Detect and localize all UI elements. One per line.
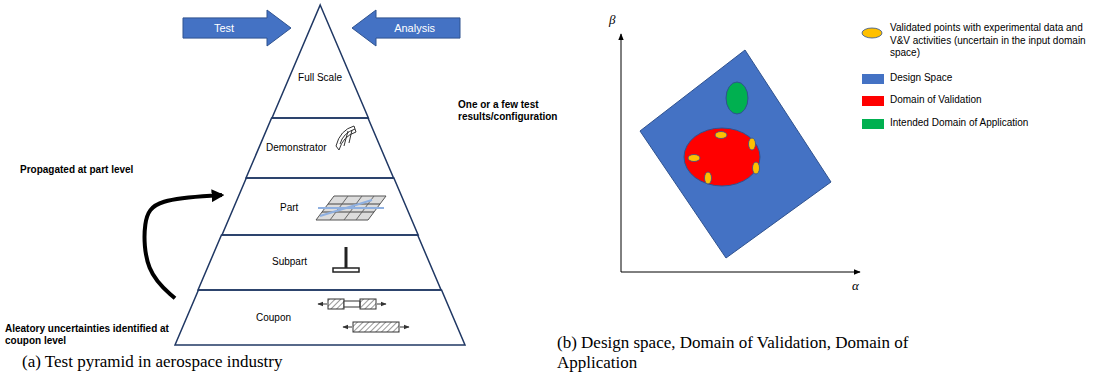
arrow-body (352, 10, 460, 46)
annotation-note: One or a few test results/configuration (458, 99, 576, 123)
block-arrow-shape (183, 10, 291, 46)
propagation-arrow (145, 195, 222, 298)
legend-swatch (862, 74, 884, 84)
design-space-region (640, 50, 831, 258)
node-label: Analysis (394, 22, 435, 35)
legend-text: Intended Domain of Application (890, 117, 1100, 130)
part-panel (316, 196, 386, 220)
node-label: Demonstrator (266, 142, 327, 154)
axes (621, 34, 860, 272)
node-label: Coupon (256, 312, 291, 324)
coupon-specimens (318, 299, 409, 332)
pyramid-level: Demonstrator (246, 118, 394, 178)
arrow-body (183, 10, 291, 46)
demonstrator-panel (336, 126, 356, 150)
legend-swatch (860, 26, 884, 40)
subfigure-caption: (a) Test pyramid in aerospace industry (22, 352, 382, 372)
subpart-profile (333, 247, 359, 272)
band-outline (272, 5, 368, 118)
legend-swatch (862, 119, 884, 129)
legend-swatch (862, 96, 884, 106)
annotation-note: Aleatory uncertainties identified at cou… (5, 323, 173, 347)
pyramid-band-outline (272, 5, 368, 118)
axis-label: β (609, 12, 629, 28)
pyramid-level: Full Scale (272, 5, 368, 118)
node-label: Part (280, 202, 298, 214)
band-outline (175, 290, 465, 345)
band-outline (222, 178, 418, 235)
test-arrow: Test (183, 10, 291, 46)
legend-text: Design Space (890, 72, 1100, 85)
pyramid-level: Coupon (175, 290, 465, 345)
legend-text: Validated points with experimental data … (890, 22, 1090, 60)
pyramid-level: Part (222, 178, 418, 235)
legend-swatch-shape (862, 28, 882, 38)
node-label: Subpart (272, 256, 307, 268)
application-domain-region (726, 82, 748, 114)
pyramid-band-outline (222, 178, 418, 235)
validated-points (688, 132, 760, 185)
subfigure-caption: (b) Design space, Domain of Validation, … (557, 333, 977, 374)
node-label: Full Scale (298, 72, 342, 84)
pyramid-level: Subpart (198, 235, 441, 290)
legend-text: Domain of Validation (890, 94, 1100, 107)
analysis-arrow: Analysis (352, 10, 460, 46)
validation-domain-region (684, 128, 760, 186)
annotation-note: Propagated at part level (20, 164, 170, 176)
band-outline (198, 235, 441, 290)
axis-label: α (852, 278, 872, 294)
node-label: Test (214, 22, 234, 35)
band-outline (246, 118, 394, 178)
pyramid-band-outline (175, 290, 465, 345)
pyramid-band-outline (198, 235, 441, 290)
